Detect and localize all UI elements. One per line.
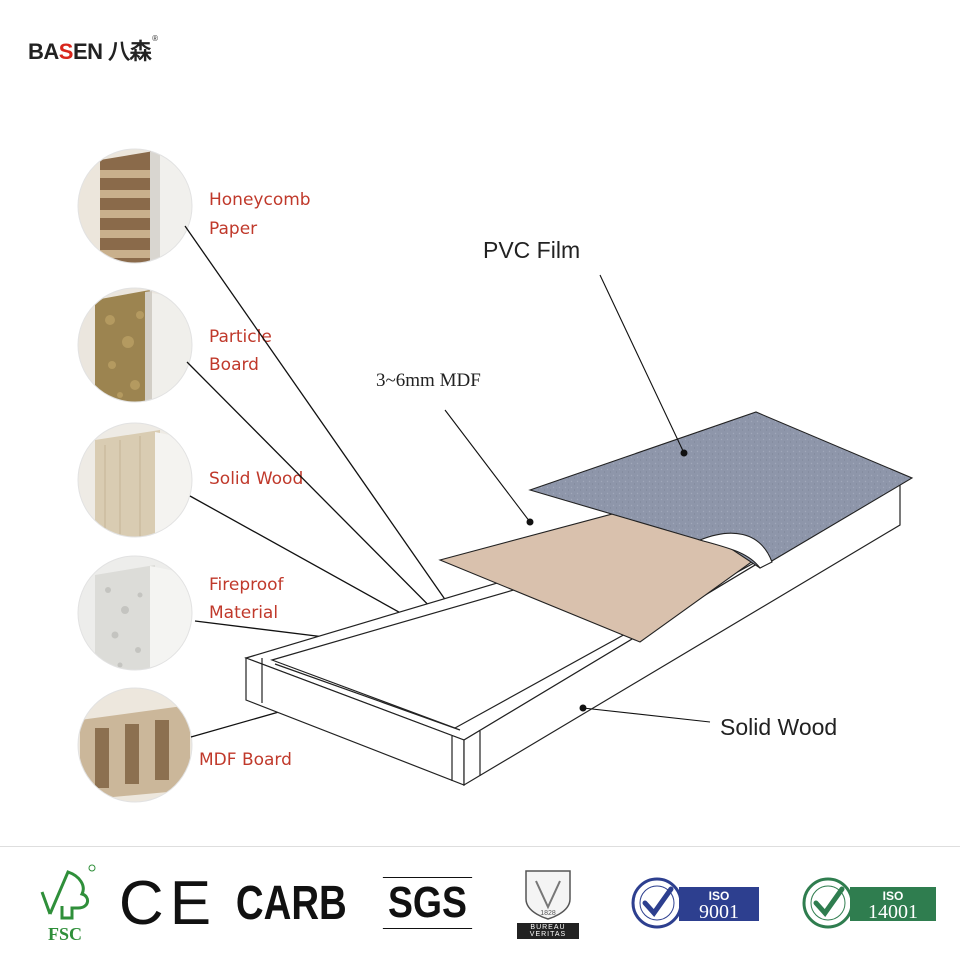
fsc-tree-icon bbox=[40, 864, 96, 919]
core-label-fireproof-line1: Fireproof bbox=[209, 575, 285, 595]
layer-label-solid-wood: Solid Wood bbox=[720, 714, 837, 740]
door-structure-diagram: Honeycomb Paper Particle Board Solid Woo… bbox=[77, 148, 914, 803]
core-label-honeycomb-line2: Paper bbox=[209, 219, 257, 239]
iso9001-number: 9001 bbox=[699, 901, 739, 923]
bureau-veritas-certification: 1828 BUREAU VERITAS bbox=[508, 858, 588, 948]
core-label-fireproof-line2: Material bbox=[209, 603, 278, 623]
core-thumbnail-fireproof bbox=[78, 556, 192, 670]
core-label-particle-line2: Board bbox=[209, 355, 259, 375]
iso14001-number: 14001 bbox=[868, 901, 918, 923]
carb-certification: CARB bbox=[235, 858, 347, 948]
iso14001-top: ISO bbox=[883, 889, 904, 903]
brand-name-accent: S bbox=[58, 39, 74, 64]
brand-name-suffix: EN bbox=[72, 39, 103, 64]
core-thumbnail-honeycomb bbox=[78, 149, 192, 263]
iso14001-badge-icon: ISO 14001 bbox=[802, 877, 936, 929]
bureau-veritas-seal-icon: 1828 bbox=[525, 870, 571, 920]
solid-wood-pointer bbox=[579, 704, 587, 712]
iso9001-top: ISO bbox=[709, 889, 730, 903]
certification-divider bbox=[0, 846, 960, 847]
core-thumbnail-solid-wood bbox=[78, 423, 192, 537]
sgs-certification: SGS bbox=[372, 858, 482, 948]
sgs-mark: SGS bbox=[382, 877, 472, 929]
bureau-veritas-year: 1828 bbox=[540, 910, 556, 917]
core-label-solid-wood: Solid Wood bbox=[209, 469, 303, 489]
bureau-veritas-text: BUREAU VERITAS bbox=[517, 923, 579, 939]
core-label-honeycomb-line1: Honeycomb bbox=[209, 190, 311, 210]
pvc-film-pointer bbox=[680, 449, 688, 457]
layer-label-pvc-film: PVC Film bbox=[483, 237, 580, 263]
core-label-mdf-board: MDF Board bbox=[199, 750, 292, 770]
layer-label-mdf: 3~6mm MDF bbox=[376, 370, 481, 391]
iso14001-certification: ISO 14001 bbox=[796, 858, 942, 948]
iso9001-certification: ISO 9001 bbox=[626, 858, 766, 948]
pvc-film-layer bbox=[528, 411, 914, 569]
core-label-particle-line1: Particle bbox=[209, 327, 272, 347]
brand-name-cn: 八森 bbox=[108, 39, 152, 64]
core-thumbnail-particle-board bbox=[78, 288, 192, 402]
iso9001-badge-icon: ISO 9001 bbox=[631, 877, 759, 929]
mdf-pointer bbox=[526, 518, 534, 526]
brand-logo: BASEN 八森® bbox=[28, 34, 158, 66]
carb-mark: CARB bbox=[235, 876, 347, 930]
registered-mark: ® bbox=[152, 34, 158, 43]
fsc-certification: FSC bbox=[20, 858, 110, 948]
fsc-text: FSC bbox=[47, 923, 82, 944]
ce-certification: CE bbox=[118, 858, 218, 948]
brand-name-prefix: BA bbox=[28, 39, 59, 64]
ce-mark: CE bbox=[118, 868, 218, 938]
layer-leader-lines bbox=[444, 274, 711, 723]
core-thumbnail-mdf-board bbox=[78, 688, 192, 802]
